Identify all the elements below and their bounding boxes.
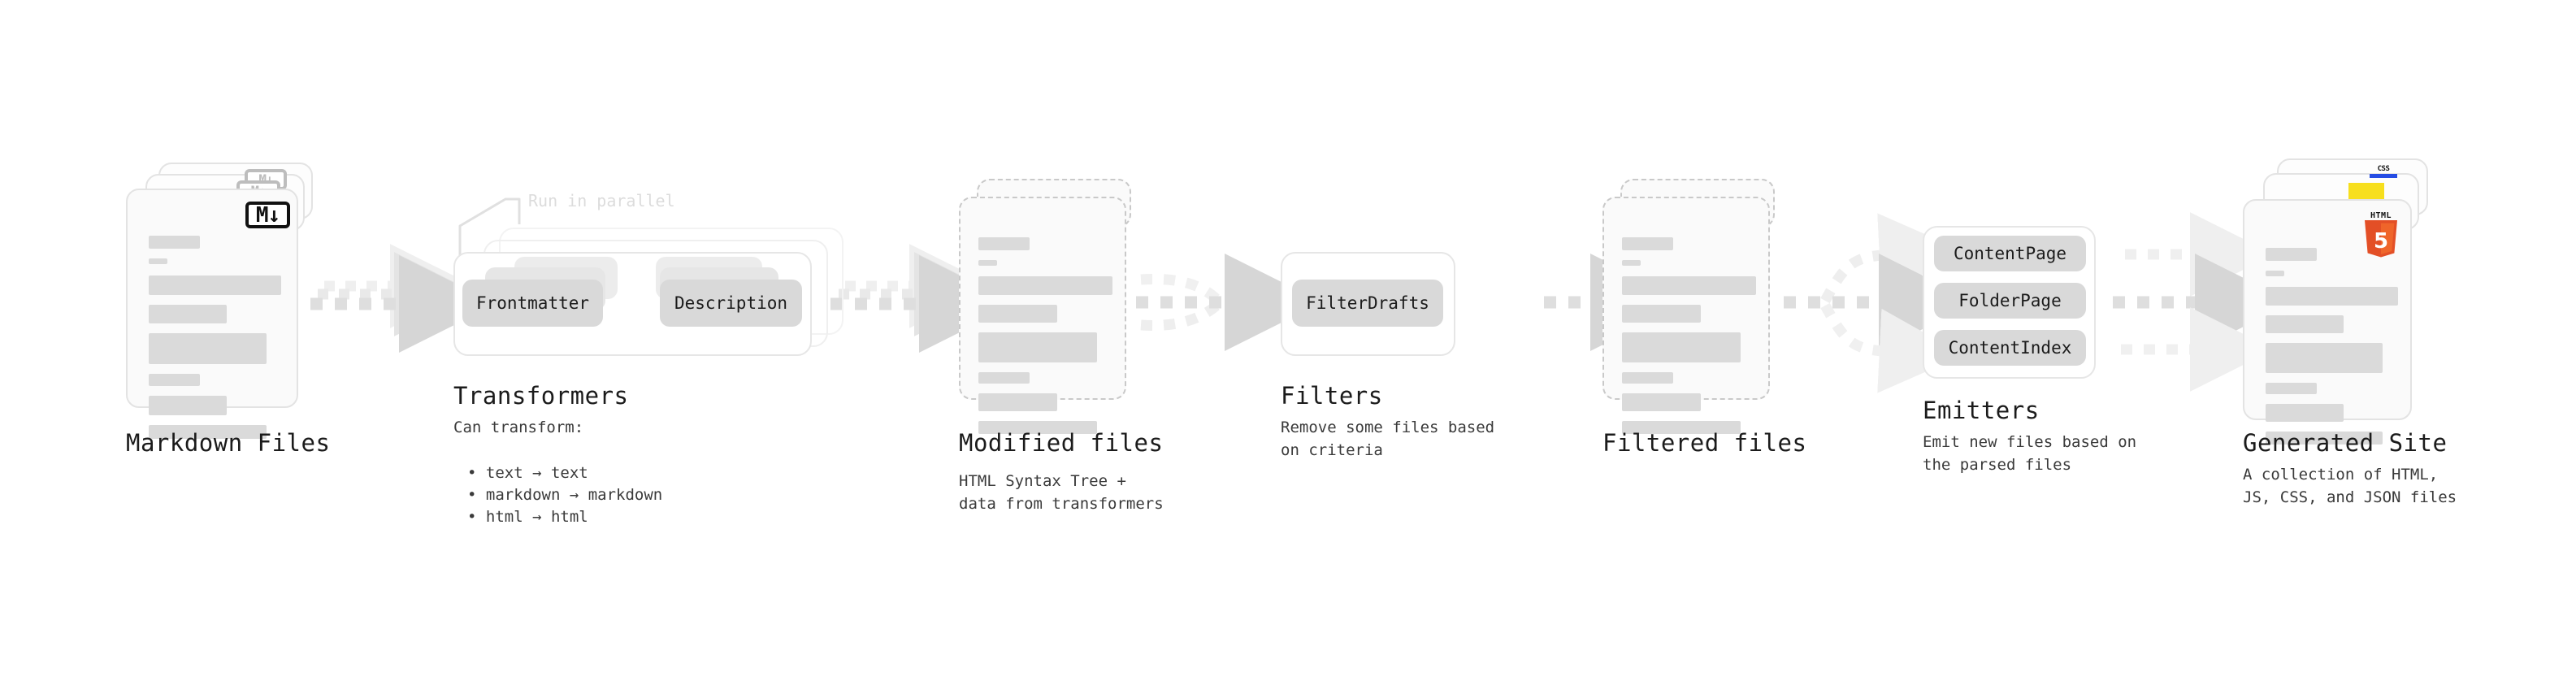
- skeleton-bar: [2266, 432, 2383, 445]
- markdown-files-title: Markdown Files: [126, 429, 331, 457]
- transformers-bullet-1: • markdown → markdown: [467, 461, 662, 506]
- run-in-parallel-label: Run in parallel: [528, 191, 675, 210]
- skeleton-bar: [149, 305, 227, 323]
- skeleton-bar: [978, 332, 1097, 362]
- transformers-bullet-0: • text → text: [467, 439, 588, 484]
- html5-shield-icon: 5: [2365, 220, 2397, 258]
- html5-badge: HTML 5: [2361, 212, 2400, 258]
- skeleton-bar: [1622, 393, 1701, 411]
- connector-markdown-to-transformers: [310, 244, 497, 353]
- skeleton-bar: [978, 393, 1057, 411]
- emitters-subtitle: Emit new files based on the parsed files: [1923, 433, 2137, 474]
- generated-site-title: Generated Site: [2243, 429, 2448, 457]
- skeleton-bar: [1622, 276, 1756, 295]
- markdown-doc-front: M↓: [126, 189, 298, 439]
- modified-doc-front: [959, 197, 1126, 434]
- skeleton-bar: [2266, 343, 2383, 373]
- skeleton-bar: [978, 372, 1030, 384]
- generated-doc-front: HTML 5: [2243, 199, 2412, 445]
- transformers-bullet-text: html → html: [485, 508, 588, 526]
- bullet-dot: •: [467, 508, 486, 526]
- generated-site-stack: CSS HTML 5: [2243, 158, 2438, 445]
- skeleton-bar: [1622, 237, 1673, 250]
- connector-emitters-to-site: [2113, 212, 2292, 392]
- filters-title: Filters: [1281, 382, 1383, 410]
- filtered-files-title: Filtered files: [1602, 429, 1807, 457]
- markdown-badge: M↓: [245, 202, 290, 228]
- filtered-skeleton-bars: [1622, 237, 1756, 444]
- skeleton-bar: [2266, 271, 2284, 276]
- transformer-pill-frontmatter[interactable]: Frontmatter: [462, 280, 603, 327]
- filtered-doc-front: [1602, 197, 1770, 434]
- connector-modified-to-filters: [1136, 254, 1322, 351]
- skeleton-bar: [978, 305, 1057, 323]
- transformer-pill-description[interactable]: Description: [660, 280, 802, 327]
- skeleton-bar: [149, 258, 167, 264]
- connector-transformers-to-modified: [830, 244, 1017, 353]
- svg-text:5: 5: [2374, 229, 2388, 254]
- css3-badge-underline: [2370, 174, 2397, 178]
- transformers-bullet-text: text → text: [485, 464, 588, 482]
- css3-badge: CSS: [2370, 166, 2397, 178]
- skeleton-bar: [2266, 287, 2398, 306]
- filters-subtitle: Remove some files based on criteria: [1281, 419, 1495, 459]
- transformers-subtitle: Can transform:: [453, 419, 584, 436]
- css3-badge-label: CSS: [2377, 165, 2390, 173]
- modified-files-subtitle: HTML Syntax Tree + data from transformer…: [959, 472, 1164, 513]
- markdown-files-stack: M↓ M↓ M↓: [126, 163, 313, 439]
- skeleton-bar: [2266, 248, 2317, 261]
- skeleton-bar: [1622, 332, 1741, 362]
- skeleton-bar: [2266, 404, 2344, 422]
- skeleton-bar: [1622, 421, 1741, 434]
- transformers-bullet-2: • html → html: [467, 483, 588, 528]
- emitter-pill-contentpage[interactable]: ContentPage: [1934, 236, 2086, 271]
- emitter-pill-contentindex[interactable]: ContentIndex: [1934, 330, 2086, 366]
- skeleton-bar: [2266, 315, 2344, 333]
- modified-files-stack: [959, 179, 1146, 434]
- skeleton-bar: [149, 425, 267, 439]
- skeleton-bar: [149, 333, 267, 364]
- emitter-pill-folderpage[interactable]: FolderPage: [1934, 283, 2086, 319]
- skeleton-bar: [149, 396, 227, 415]
- skeleton-bar: [149, 374, 200, 386]
- skeleton-bar: [2266, 383, 2317, 394]
- emitters-title: Emitters: [1923, 397, 2040, 424]
- filter-pill-filterdrafts[interactable]: FilterDrafts: [1292, 280, 1443, 327]
- skeleton-bar: [978, 276, 1112, 295]
- skeleton-bar: [1622, 372, 1673, 384]
- skeleton-bar: [978, 237, 1030, 250]
- generated-skeleton-bars: [2266, 248, 2398, 454]
- bullet-dot: •: [467, 486, 486, 504]
- skeleton-bar: [978, 260, 997, 266]
- skeleton-bar: [978, 421, 1097, 434]
- skeleton-bar: [149, 236, 200, 249]
- html5-badge-label: HTML: [2370, 211, 2392, 220]
- skeleton-bar: [1622, 305, 1701, 323]
- modified-skeleton-bars: [978, 237, 1112, 444]
- transformers-title: Transformers: [453, 382, 629, 410]
- bullet-dot: •: [467, 464, 486, 482]
- markdown-skeleton-bars: [149, 236, 281, 449]
- skeleton-bar: [1622, 260, 1641, 266]
- modified-files-title: Modified files: [959, 429, 1164, 457]
- transformers-bullet-text: markdown → markdown: [485, 486, 663, 504]
- connector-filtered-to-emitters: [1784, 213, 1976, 393]
- filtered-files-stack: [1602, 179, 1789, 434]
- skeleton-bar: [149, 275, 281, 295]
- generated-site-subtitle: A collection of HTML, JS, CSS, and JSON …: [2243, 466, 2457, 506]
